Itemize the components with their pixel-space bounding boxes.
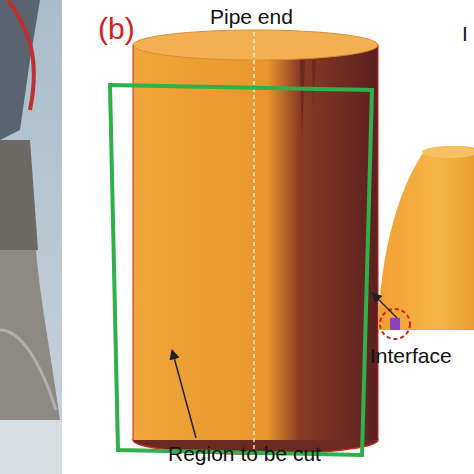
engine-photo	[0, 0, 62, 474]
part-name: Interface	[370, 344, 452, 367]
leader-arrow	[372, 293, 397, 318]
part-name: I	[462, 22, 468, 45]
part-name: Region to be cut	[168, 442, 321, 465]
part-name: Pipe end	[210, 5, 293, 28]
panel-letter: (b)	[98, 12, 135, 45]
pipe-model	[110, 30, 378, 455]
leader-arrow	[172, 350, 196, 438]
nozzle-model	[378, 146, 474, 339]
